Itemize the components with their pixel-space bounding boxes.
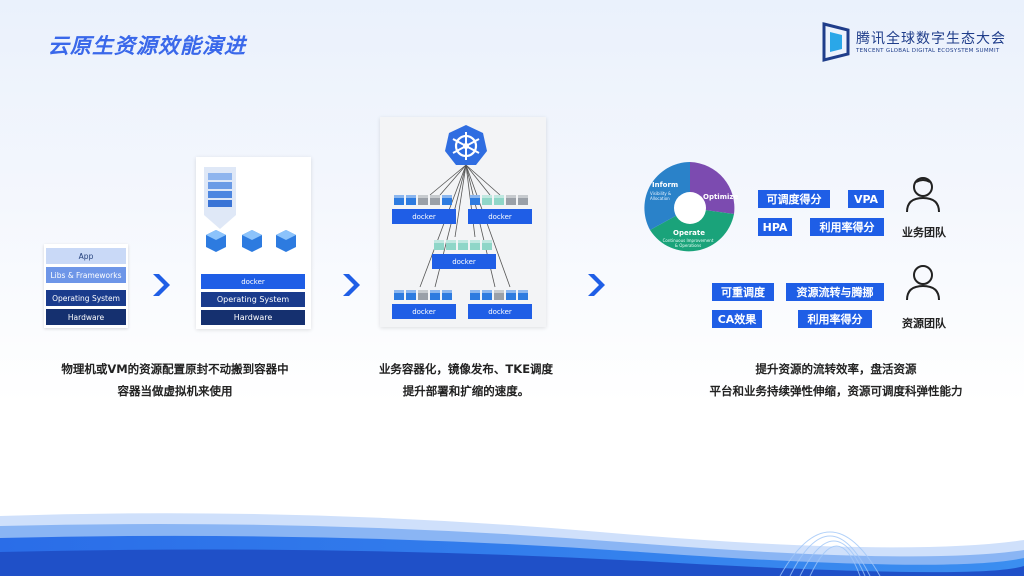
docker-host-panel: docker Operating System Hardware bbox=[196, 157, 311, 329]
stage3-caption-line1: 业务容器化，镜像发布、TKE调度 bbox=[378, 362, 554, 376]
container-cube-icon bbox=[482, 240, 492, 250]
stage4-caption: 提升资源的流转效率，盘活资源 平台和业务持续弹性伸缩，资源可调度科弹性能力 bbox=[688, 358, 984, 402]
container-cube-icon bbox=[506, 195, 516, 205]
tag-rescheduling: 可重调度 bbox=[712, 283, 774, 301]
logo-en-text: TENCENT GLOBAL DIGITAL ECOSYSTEM SUMMIT bbox=[856, 48, 1000, 54]
container-cube-icon bbox=[406, 290, 416, 300]
kubernetes-helm-icon bbox=[445, 125, 487, 165]
page-title: 云原生资源效能演进 bbox=[48, 34, 246, 58]
chevron-right-icon bbox=[343, 274, 360, 296]
container-cube-icon bbox=[482, 195, 492, 205]
container-cube-icon bbox=[418, 290, 428, 300]
tag-schedulable-score: 可调度得分 bbox=[758, 190, 830, 208]
user-icon bbox=[906, 177, 940, 213]
summit-logo: 腾讯全球数字生态大会 TENCENT GLOBAL DIGITAL ECOSYS… bbox=[822, 22, 1005, 66]
tag-vpa: VPA bbox=[848, 190, 884, 208]
cycle-operate-sub: Continuous Improvement & Operations bbox=[662, 238, 714, 248]
container-cube-icon bbox=[470, 290, 480, 300]
tag-resource-flow: 资源流转与腾挪 bbox=[786, 283, 884, 301]
container-cube-icon bbox=[430, 290, 440, 300]
container-cube-icon bbox=[470, 240, 480, 250]
container-cube-icon bbox=[442, 195, 452, 205]
stage4-caption-line2: 平台和业务持续弹性伸缩，资源可调度科弹性能力 bbox=[709, 384, 963, 398]
stage1-caption-line1: 物理机或VM的资源配置原封不动搬到容器中 bbox=[61, 362, 289, 376]
container-cube-icon bbox=[458, 240, 468, 250]
chevron-right-icon bbox=[153, 274, 170, 296]
tag-utilization-score-business: 利用率得分 bbox=[810, 218, 884, 236]
container-cube-icon bbox=[430, 195, 440, 205]
container-cube-icon bbox=[442, 290, 452, 300]
container-cube-icon bbox=[394, 290, 404, 300]
container-cube-icon bbox=[518, 290, 528, 300]
user-icon bbox=[906, 265, 940, 301]
resource-team-label: 资源团队 bbox=[902, 317, 946, 330]
container-cube-icon bbox=[446, 240, 456, 250]
docker-engine-bar: docker bbox=[201, 274, 305, 289]
stage1-caption-line2: 容器当做虚拟机来使用 bbox=[117, 384, 233, 398]
container-cube-icon bbox=[470, 195, 480, 205]
layer-os: Operating System bbox=[46, 290, 126, 306]
tag-hpa: HPA bbox=[758, 218, 792, 236]
logo-mark-icon bbox=[822, 22, 850, 62]
container-cube-icon bbox=[434, 240, 444, 250]
chevron-right-icon bbox=[588, 274, 605, 296]
container-cube-icon bbox=[482, 290, 492, 300]
container-cube-icon bbox=[394, 195, 404, 205]
vm-layer-stack: App Libs & Frameworks Operating System H… bbox=[44, 244, 128, 328]
tag-ca-effect: CA效果 bbox=[712, 310, 762, 328]
container-cube-icon bbox=[506, 290, 516, 300]
docker-node-1: docker bbox=[392, 209, 456, 224]
layer-hardware: Hardware bbox=[46, 309, 126, 325]
finops-cycle-icon bbox=[644, 162, 735, 252]
stage3-caption-line2: 提升部署和扩缩的速度。 bbox=[402, 384, 530, 398]
cube-row-icon bbox=[206, 230, 296, 252]
k8s-connection-lines bbox=[419, 164, 511, 288]
logo-cn-text: 腾讯全球数字生态大会 bbox=[856, 31, 1006, 47]
business-team-label: 业务团队 bbox=[902, 226, 946, 239]
k8s-cluster-panel: docker docker docker docker docker bbox=[380, 117, 546, 327]
cycle-inform-label: Inform bbox=[652, 181, 679, 189]
docker-node-2: docker bbox=[468, 209, 532, 224]
host-hardware-bar: Hardware bbox=[201, 310, 305, 325]
host-os-bar: Operating System bbox=[201, 292, 305, 307]
docker-node-5: docker bbox=[468, 304, 532, 319]
stage1-caption: 物理机或VM的资源配置原封不动搬到容器中 容器当做虚拟机来使用 bbox=[40, 358, 310, 402]
layer-app: App bbox=[46, 248, 126, 264]
container-cube-icon bbox=[494, 195, 504, 205]
container-stack-icon bbox=[204, 167, 236, 229]
cycle-operate-label: Operate bbox=[673, 229, 705, 237]
container-cube-icon bbox=[518, 195, 528, 205]
stage4-caption-line1: 提升资源的流转效率，盘活资源 bbox=[755, 362, 917, 376]
tag-utilization-score-resource: 利用率得分 bbox=[798, 310, 872, 328]
container-cube-icon bbox=[406, 195, 416, 205]
cycle-optimize-label: Optimize bbox=[703, 193, 739, 201]
container-cube-icon bbox=[494, 290, 504, 300]
layer-libs: Libs & Frameworks bbox=[46, 267, 126, 283]
docker-node-4: docker bbox=[392, 304, 456, 319]
container-cube-icon bbox=[418, 195, 428, 205]
docker-node-3: docker bbox=[432, 254, 496, 269]
stage3-caption: 业务容器化，镜像发布、TKE调度 提升部署和扩缩的速度。 bbox=[360, 358, 572, 402]
cycle-inform-sub: Visibility & Allocation bbox=[650, 191, 672, 201]
decorative-wave-band bbox=[0, 513, 1024, 576]
